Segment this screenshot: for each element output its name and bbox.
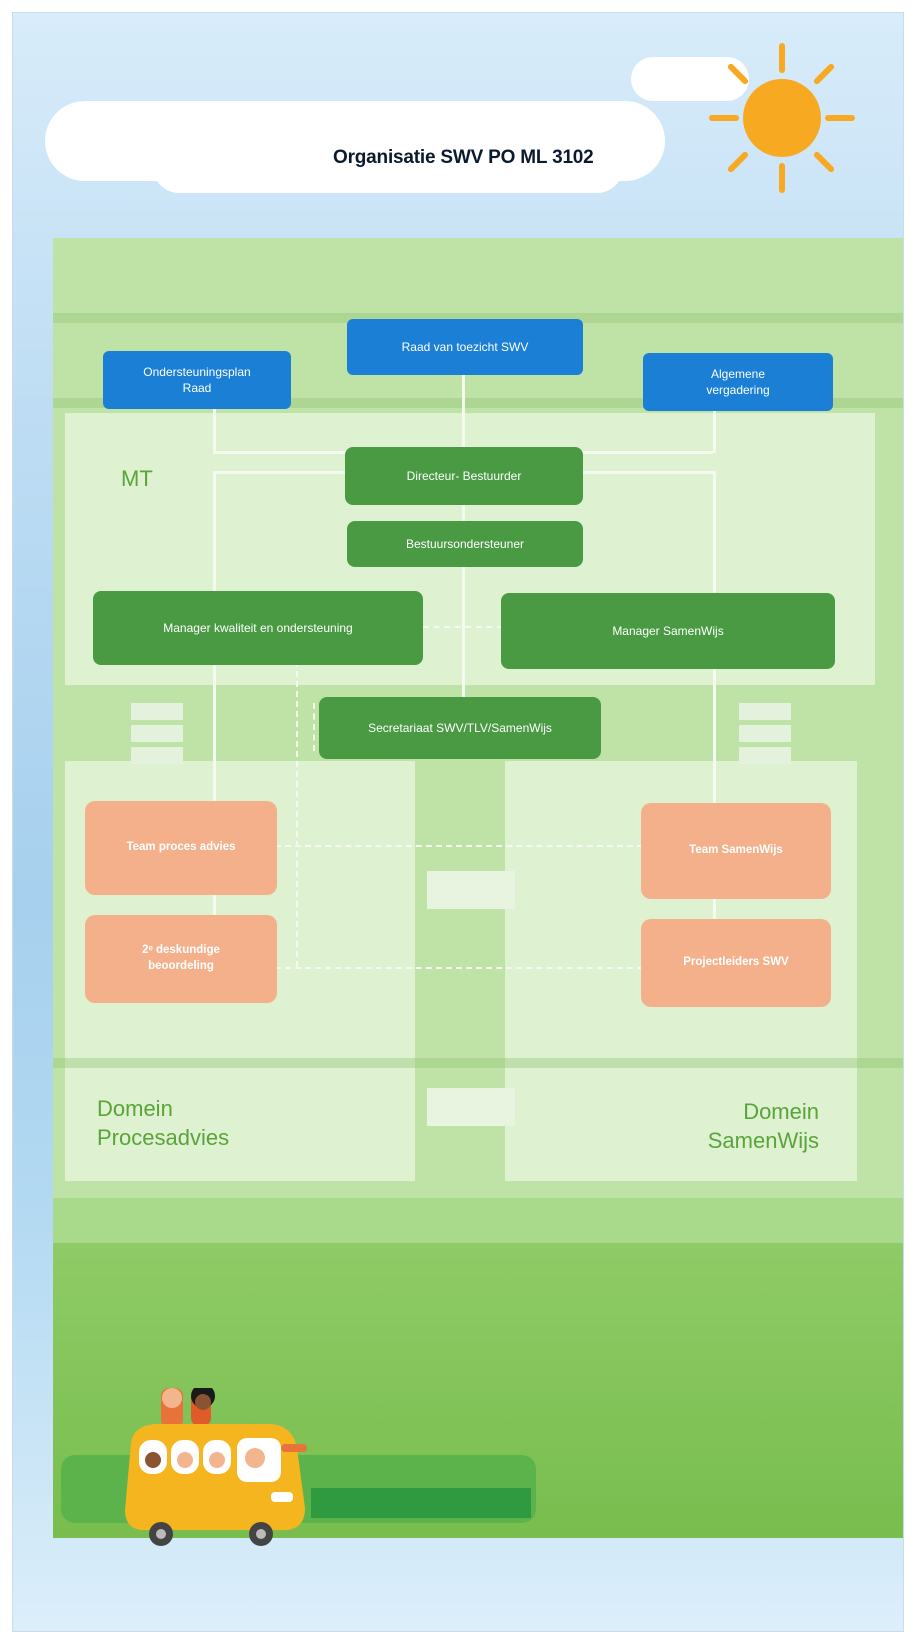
domain-left-label: Domein Procesadvies (97, 1096, 230, 1150)
expert-review-box: 2ᵉ deskundige beoordeling (85, 915, 277, 1003)
connector (713, 667, 716, 803)
director-box: Directeur- Bestuurder (345, 447, 583, 505)
connector (713, 897, 716, 919)
dashed-connector (275, 845, 643, 847)
mt-label: MT (121, 466, 153, 491)
org-chart-poster: Organisatie SWV PO ML 3102 (12, 12, 904, 1632)
general-meeting-box: Algemene vergadering (643, 353, 833, 411)
domain-right-label: Domein SamenWijs (707, 1099, 819, 1153)
secretariat-box: Secretariaat SWV/TLV/SamenWijs (319, 697, 601, 759)
connector (213, 893, 216, 917)
supervisory-board-box: Raad van toezicht SWV (347, 319, 583, 375)
connector (713, 471, 716, 593)
board-support-box: Bestuursondersteuner (347, 521, 583, 567)
school-bus-icon (125, 1388, 307, 1546)
dashed-connector (296, 661, 298, 967)
cloud-icon (153, 141, 623, 193)
dashed-connector (423, 626, 503, 628)
council-plan-box: Ondersteuningsplan Raad (103, 351, 291, 409)
road-stripe (311, 1488, 531, 1518)
page-title: Organisatie SWV PO ML 3102 (333, 147, 594, 168)
connector (713, 411, 716, 453)
project-leaders-box: Projectleiders SWV (641, 919, 831, 1007)
manager-quality-box: Manager kwaliteit en ondersteuning (93, 591, 423, 665)
dashed-connector (313, 703, 315, 751)
manager-samenwijs-box: Manager SamenWijs (501, 593, 835, 669)
connector (213, 408, 216, 453)
connector (213, 663, 216, 803)
dashed-connector (275, 967, 643, 969)
team-samenwijs-box: Team SamenWijs (641, 803, 831, 899)
connector (213, 471, 216, 591)
team-process-advice-box: Team proces advies (85, 801, 277, 895)
